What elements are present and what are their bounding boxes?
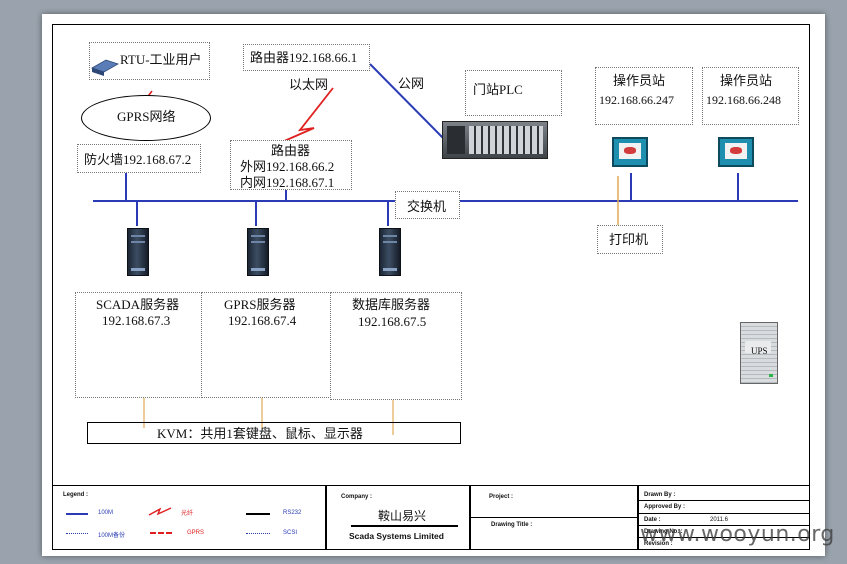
drawing-title-label: Drawing Title :	[491, 522, 533, 528]
scada-server-icon	[127, 228, 149, 276]
gprs-network-label: GPRS网络	[117, 109, 176, 124]
drawn-by: Drawn By :	[644, 492, 676, 498]
op2-monitor-icon	[718, 137, 754, 167]
scada-server-ip: 192.168.67.3	[102, 313, 171, 328]
legend-100m: 100M	[98, 510, 114, 516]
switch-box	[395, 191, 460, 219]
legend-gprs-swatch	[150, 532, 172, 534]
date-value: 2011.6	[710, 517, 728, 523]
company-label: Company :	[341, 494, 373, 500]
ethernet-label: 以太网	[289, 77, 329, 92]
op1-box	[595, 67, 693, 125]
company-en: Scada Systems Limited	[349, 531, 444, 541]
op1-title: 操作员站	[613, 73, 666, 88]
date-label: Date :	[644, 517, 661, 523]
revision: Revision :	[644, 541, 673, 547]
op2-title: 操作员站	[720, 73, 773, 88]
company-underline	[351, 525, 458, 527]
public-net-link	[369, 63, 446, 141]
op1-ip: 192.168.66.247	[599, 93, 674, 107]
gprs-server-box	[201, 292, 331, 398]
kvm-box	[87, 422, 461, 444]
op1-monitor-icon	[612, 137, 648, 167]
scada-server-title: SCADA服务器	[96, 297, 180, 312]
legend-gprs: GPRS	[187, 530, 205, 536]
scada-server-box	[75, 292, 202, 398]
router-mid-wan: 外网192.168.66.2	[240, 159, 335, 174]
legend-fiber: 光纤	[181, 511, 194, 517]
title-divider-8	[638, 537, 810, 538]
company-name: 鞍山易兴	[378, 509, 427, 523]
legend-scsi: SCSI	[283, 530, 298, 536]
legend-rs232-swatch	[246, 513, 270, 515]
plc-rack	[442, 121, 548, 159]
router-mid-box	[230, 140, 352, 190]
router-mid-lan: 内网192.168.67.1	[240, 175, 335, 190]
gprs-server-ip: 192.168.67.4	[228, 313, 297, 328]
gprs-network-ellipse	[81, 95, 211, 141]
op2-box	[702, 67, 799, 125]
plc-label-box	[465, 70, 562, 116]
gprs-server-title: GPRS服务器	[224, 297, 296, 312]
legend-scsi-swatch	[246, 533, 270, 534]
printer-label: 打印机	[609, 232, 649, 247]
legend-backup: 100M备份	[98, 533, 126, 539]
db-server-box	[330, 292, 462, 400]
title-divider-3	[637, 485, 639, 549]
approved-by: Approved By :	[644, 504, 686, 510]
gprs-server-icon	[247, 228, 269, 276]
title-divider-1	[325, 485, 327, 549]
switch-label: 交换机	[407, 199, 447, 214]
printer-box	[597, 225, 663, 254]
ups-icon	[740, 322, 778, 384]
kvm-label: KVM：共用1套键盘、鼠标、显示器	[157, 426, 363, 441]
title-block	[53, 485, 810, 550]
project-label: Project :	[489, 494, 514, 500]
title-divider-5	[638, 500, 810, 501]
db-server-title: 数据库服务器	[352, 297, 431, 312]
rtu-box	[89, 42, 210, 80]
watermark: www.wooyun.org	[640, 522, 835, 547]
router-top-box	[243, 44, 370, 71]
router-mid-title: 路由器	[271, 143, 311, 158]
legend-rs232: RS232	[283, 510, 302, 516]
router-top-label: 路由器192.168.66.1	[250, 50, 358, 65]
drawing-frame	[52, 24, 810, 550]
legend-backup-swatch	[66, 533, 88, 534]
legend-100m-swatch	[66, 513, 88, 515]
plc-label: 门站PLC	[473, 82, 523, 97]
title-divider-6	[638, 513, 810, 514]
db-server-icon	[379, 228, 401, 276]
title-divider-2	[469, 485, 471, 549]
firewall-box	[77, 144, 201, 173]
op2-ip: 192.168.66.248	[706, 93, 781, 107]
ups-label: UPS	[751, 346, 768, 356]
title-divider-4	[470, 517, 637, 518]
legend-title: Legend :	[63, 492, 88, 498]
public-net-label: 公网	[398, 76, 425, 91]
rtu-label: RTU-工业用户	[120, 52, 202, 67]
title-divider-7	[638, 525, 810, 526]
firewall-label: 防火墙192.168.67.2	[84, 152, 192, 167]
db-server-ip: 192.168.67.5	[358, 314, 427, 329]
drawing-no: Drawing No. :	[644, 529, 683, 535]
